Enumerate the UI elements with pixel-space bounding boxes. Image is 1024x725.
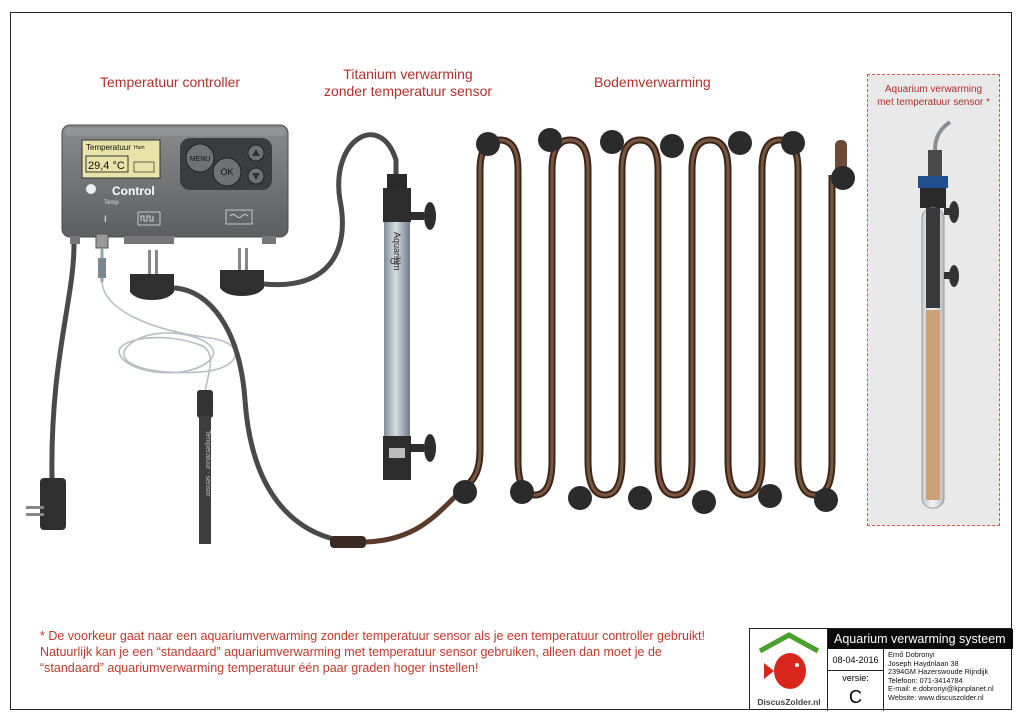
- footnote: * De voorkeur gaat naar een aquariumverw…: [40, 628, 705, 676]
- controller-label: Temperatuur controller: [100, 74, 241, 90]
- temperature-controller: Temperatuur Hum 29,4 °C Control Temp MEN…: [61, 124, 289, 249]
- version-value: C: [828, 685, 884, 711]
- brand-sub: Temp: [104, 200, 119, 206]
- bottom-heater-supply-cable: [173, 285, 361, 546]
- drawing-title: Aquarium verwarming systeem: [828, 629, 1013, 649]
- port-mark-bottom-heater-icon: [140, 215, 154, 222]
- bottom-heater-lead: [365, 488, 464, 545]
- titanium-heater: Aquarium CE: [383, 174, 436, 480]
- address-line: Ernő Dobronyi: [888, 650, 935, 659]
- drawing-date: 08-04-2016: [828, 649, 884, 671]
- screen-small-text: Hum: [134, 145, 145, 151]
- address-line: 2394GM Hazerswoude Rijndijk: [888, 667, 989, 677]
- port-mark-heater-icon: [229, 214, 249, 218]
- power-cable: [49, 243, 77, 481]
- titanium-heater-cable: [263, 132, 399, 288]
- logo-box: DiscusZolder.nl: [750, 629, 828, 711]
- aquarium-label-2: met temperatuur sensor *: [877, 97, 990, 108]
- screen-value: 29,4 °C: [88, 160, 125, 172]
- heating-element: [926, 310, 940, 500]
- sensor-label: Temperatuur - sensor: [204, 430, 211, 497]
- brand-logo-icon: [86, 184, 96, 194]
- ok-button-label: OK: [220, 167, 233, 177]
- ce-mark: CE: [390, 257, 401, 266]
- screen-title: Temperatuur: [86, 143, 131, 152]
- address-line: Website: www.discuszolder.nl: [888, 692, 984, 702]
- sensor-connector: [98, 258, 106, 278]
- brand-name: Control: [112, 184, 155, 198]
- footnote-line: Natuurlijk kan je een “standaard” aquari…: [40, 645, 662, 659]
- version-label: versie:: [828, 671, 884, 685]
- suction-cup: [949, 201, 959, 223]
- bottom-heating-cable: [459, 136, 847, 499]
- suction-cup: [424, 434, 436, 462]
- aquarium-label-1: Aquarium verwarming: [884, 84, 983, 95]
- address-block: Ernő Dobronyi Joseph Haydnlaan 38 2394GM…: [888, 650, 994, 703]
- drawing-frame: [10, 12, 1012, 710]
- menu-button[interactable]: [185, 143, 215, 173]
- sensor-cable: [101, 281, 237, 396]
- suction-cup: [949, 265, 959, 287]
- aquarium-heater-with-sensor: [918, 120, 959, 509]
- bottom-heater-plug: [130, 250, 174, 300]
- ok-button[interactable]: [212, 157, 242, 187]
- logo-text: DiscusZolder.nl: [757, 697, 821, 707]
- titanium-heater-plug: [220, 248, 264, 296]
- up-arrow-icon: [252, 149, 260, 156]
- port-mark-sensor: I: [104, 214, 107, 224]
- footnote-line: * De voorkeur gaat naar een aquariumverw…: [40, 629, 705, 643]
- discus-logo-icon: [758, 632, 820, 689]
- temperature-sensor: Temperatuur - sensor: [197, 390, 213, 544]
- down-arrow-icon: [252, 173, 260, 180]
- titanium-label-1: Titanium verwarming: [343, 66, 473, 82]
- menu-button-label: MENU: [190, 156, 211, 163]
- address-line: E-mail: e.dobronyi@kpnplanet.nl: [888, 684, 994, 694]
- cable-joint: [330, 536, 366, 548]
- heater-tube-text: Aquarium: [392, 232, 402, 271]
- address-line: Telefoon: 071-3414784: [888, 675, 963, 685]
- footnote-line: “standaard” aquariumverwarming temperatu…: [40, 661, 479, 675]
- suction-cup: [424, 202, 436, 230]
- heater-thermostat-cap: [918, 176, 948, 188]
- address-line: Joseph Haydnlaan 38: [888, 658, 959, 668]
- mains-plug: [26, 478, 66, 530]
- title-block: DiscusZolder.nl Aquarium verwarming syst…: [749, 628, 1013, 711]
- bottom-heating-label: Bodemverwarming: [594, 74, 711, 90]
- titanium-label-2: zonder temperatuur sensor: [323, 83, 493, 99]
- bottom-cable-suction-cups: [453, 128, 855, 514]
